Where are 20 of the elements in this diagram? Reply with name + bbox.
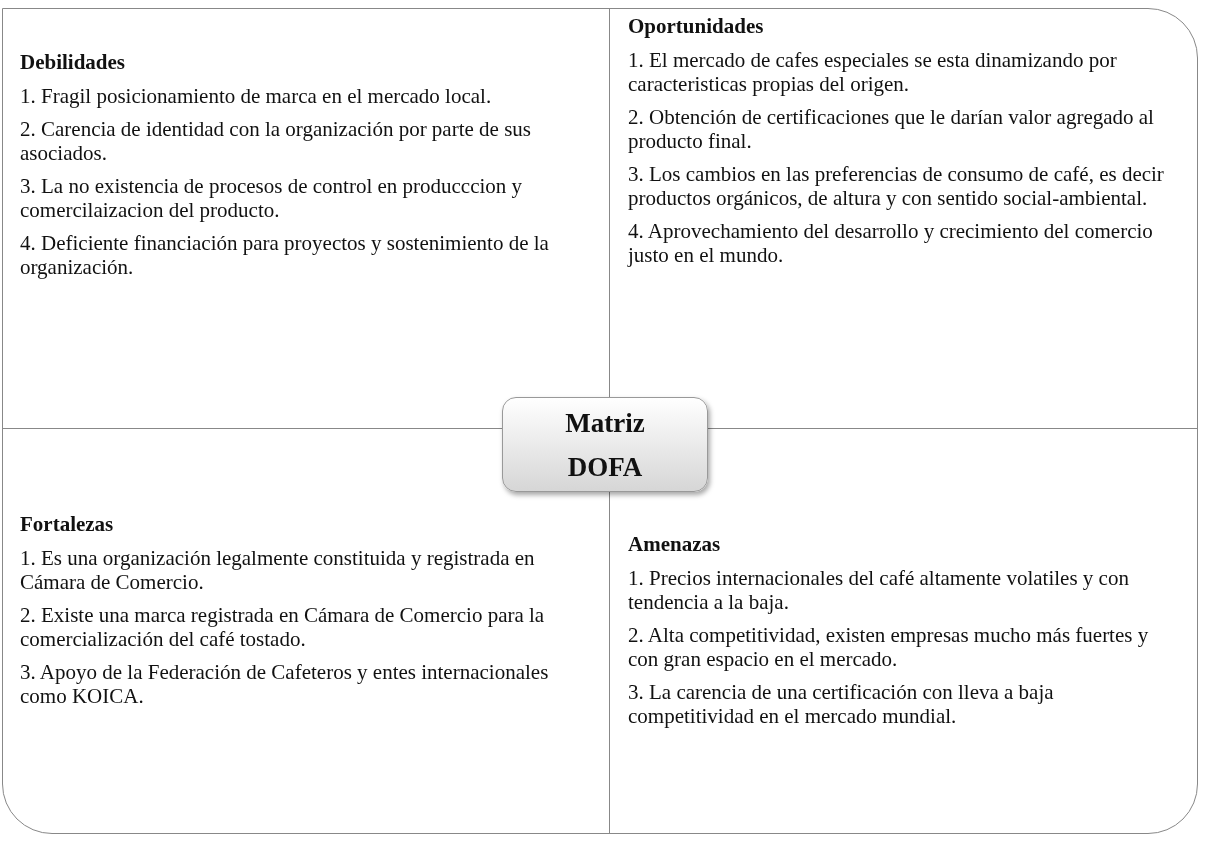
list-item: 1. Fragil posicionamiento de marca en el mercado local. bbox=[20, 84, 493, 108]
list-item: 2. Alta competitividad, existen empresas mucho más fuertes y con gran espacio en el mercado. bbox=[628, 623, 1150, 671]
list-item: 3. La carencia de una certificación con lleva a baja competitividad en el mercado mundial. bbox=[628, 680, 1055, 728]
list-item: 3. Apoyo de la Federación de Cafeteros y entes internacionales como KOICA. bbox=[20, 660, 550, 708]
list-item: 1. Precios internacionales del café altamente volatiles y con tendencia a la baja. bbox=[628, 566, 1130, 614]
quadrant-heading: Amenazas bbox=[628, 532, 722, 556]
list-item: 2. Carencia de identidad con la organización por parte de sus asociados. bbox=[20, 117, 532, 165]
list-item: 1. El mercado de cafes especiales se esta dinamizando por caracteristicas propias del origen. bbox=[628, 48, 1118, 96]
quadrant-heading: Oportunidades bbox=[628, 14, 765, 38]
list-item: 3. La no existencia de procesos de control en producccion y comercilaizacion del producto. bbox=[20, 174, 524, 222]
matrix-title: Matriz DOFA bbox=[564, 406, 646, 484]
list-item: 2. Obtención de certificaciones que le darían valor agregado al producto final. bbox=[628, 105, 1155, 153]
list-item: 3. Los cambios en las preferencias de consumo de café, es decir productos orgánicos, de altura y con sentido social-ambiental. bbox=[628, 162, 1165, 210]
list-item: 4. Deficiente financiación para proyectos y sostenimiento de la organización. bbox=[20, 231, 550, 279]
quadrant-heading: Fortalezas bbox=[20, 512, 115, 536]
list-item: 4. Aprovechamiento del desarrollo y crecimiento del comercio justo en el mundo. bbox=[628, 219, 1154, 267]
title-box bbox=[502, 397, 708, 492]
list-item: 1. Es una organización legalmente constituida y registrada en Cámara de Comercio. bbox=[20, 546, 536, 594]
quadrant-heading: Debilidades bbox=[20, 50, 127, 74]
list-item: 2. Existe una marca registrada en Cámara de Comercio para la comercialización del café tostado. bbox=[20, 603, 546, 651]
